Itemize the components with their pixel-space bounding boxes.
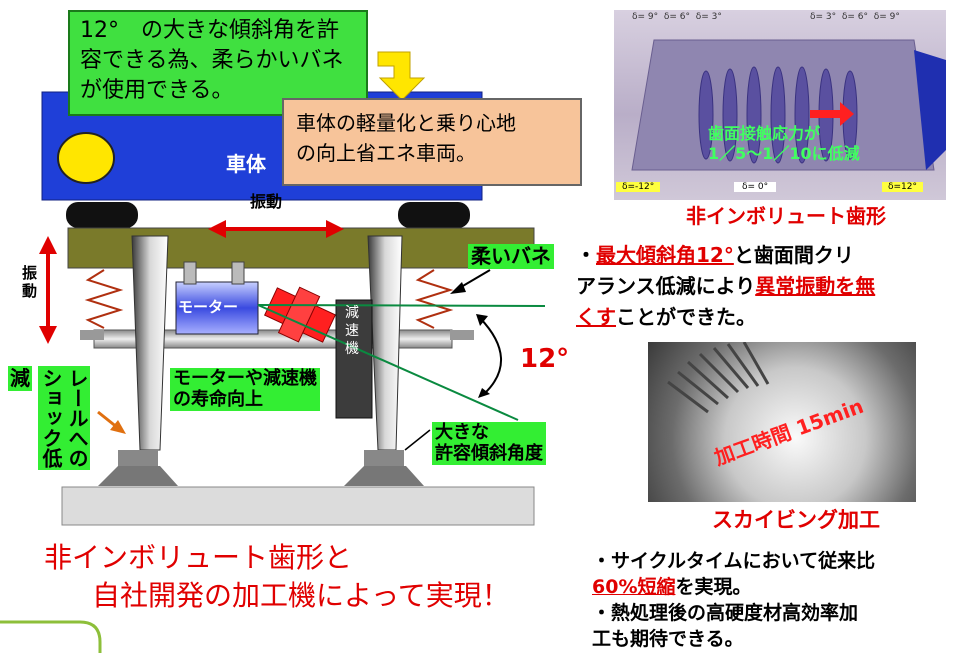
gear-caption: 非インボリュート歯形 (686, 204, 886, 228)
spring-left (84, 269, 124, 329)
wheel-right (367, 235, 403, 451)
wheel-left (131, 235, 169, 451)
callout-lw-line-1: 車体の軽量化と乗り心地 (296, 111, 516, 135)
angle-label: 12° (520, 344, 570, 374)
allow-pointer (404, 429, 431, 451)
shake-h-label: 振動 (250, 192, 283, 211)
p1-abnormal: 異常振動を無 (755, 274, 876, 298)
skiving-image: 加工時間 15min (648, 342, 916, 502)
p2-line-1: ・サイクルタイムにおいて従来比 (592, 550, 876, 572)
spring-right (414, 269, 454, 329)
reducer-label: 減 速 機 (345, 305, 359, 357)
p1-max-angle: 最大傾斜角12° (596, 243, 734, 267)
impact-col-1: 減 (8, 366, 32, 391)
allow-label: 大きな 許容傾斜角度 (432, 422, 546, 466)
callout-lw-line-2: の向上省エネ車両。 (296, 141, 476, 165)
tilt-line-a (257, 304, 546, 307)
para-1: ・最大傾斜角12°と歯面間クリ アランス低減により異常振動を無 くすことができた… (576, 240, 956, 333)
tag-zero: δ= 0° (734, 182, 777, 192)
p1-text-2: アランス低減により (576, 274, 756, 298)
p1-abnormal-2: くす (576, 305, 616, 329)
allow-line-2: 許容傾斜角度 (435, 442, 543, 464)
callout-line-3: が使用できる。 (80, 78, 234, 103)
track-bed (61, 486, 535, 526)
callout-line-1: 12° の大きな傾斜角を許 (80, 18, 339, 43)
stress-line-1: 歯面接触応力が (708, 124, 821, 143)
callout-line-2: 容できる為、柔らかいバネ (80, 48, 344, 73)
p1-bullet: ・ (576, 243, 596, 267)
tire-right (398, 202, 470, 228)
p2-line-4: 工も期待できる。 (592, 628, 744, 650)
reduction-gear (335, 299, 373, 419)
gear-coupling (263, 286, 337, 343)
life-line-2: の寿命向上 (173, 388, 263, 410)
soft-spring-label: 柔いバネ (468, 244, 554, 269)
motor-label: モーター (178, 298, 239, 316)
skiving-caption: スカイビング加工 (712, 508, 880, 532)
caption-line-1: 非インボリュート歯形と (44, 541, 353, 574)
tag-plus12: δ=12° (882, 182, 923, 192)
p1-text-1: と歯面間クリ (733, 243, 854, 267)
body-label: 車体 (226, 152, 266, 176)
p2-line-3: ・熱処理後の高硬度材高効率加 (592, 602, 859, 624)
angle-arc (479, 317, 502, 395)
tag-minus12: δ=-12° (616, 182, 661, 192)
para-2: ・サイクルタイムにおいて従来比 60%短縮を実現。 ・熱処理後の高硬度材高効率加… (592, 548, 958, 652)
gear-surface (631, 39, 946, 171)
p1-text-3: ことができた。 (616, 305, 756, 329)
rail-right (364, 450, 404, 466)
headlight-left (57, 132, 115, 184)
delta-left: δ= 9° δ= 6° δ= 3° (632, 12, 722, 22)
delta-right: δ= 3° δ= 6° δ= 9° (810, 12, 900, 22)
life-label: モーターや減速機 の寿命向上 (170, 368, 320, 412)
tilt-line-b (257, 304, 519, 421)
impact-col-2: ショック低 (38, 366, 64, 470)
motor (175, 281, 259, 335)
caption-line-2: 自社開発の加工機によって実現！ (92, 579, 510, 612)
gear-image: δ= 9° δ= 6° δ= 3° δ= 3° δ= 6° δ= 9° 歯面接触… (614, 10, 946, 200)
stress-line-2: 1／5～1／10に低減 (708, 144, 860, 163)
tire-left (66, 202, 138, 228)
p2-line-2: を実現。 (675, 576, 752, 598)
callout-arrow (377, 51, 426, 101)
callout-lightweight: 車体の軽量化と乗り心地 の向上省エネ車両。 (282, 98, 582, 186)
rail-left (118, 450, 158, 466)
allow-line-1: 大きな (435, 422, 489, 443)
shake-v-label: 振 動 (22, 264, 38, 300)
impact-col-3: レールへの (64, 366, 90, 470)
p2-reduction: 60%短縮 (592, 576, 676, 598)
frame-fragment (0, 620, 102, 653)
skiving-teeth (667, 342, 770, 414)
stress-overlay: 歯面接触応力が 1／5～1／10に低減 (708, 124, 860, 164)
vibration-arrow-h (208, 220, 344, 238)
life-line-1: モーターや減速機 (173, 368, 317, 389)
vibration-arrow-v (39, 236, 57, 344)
